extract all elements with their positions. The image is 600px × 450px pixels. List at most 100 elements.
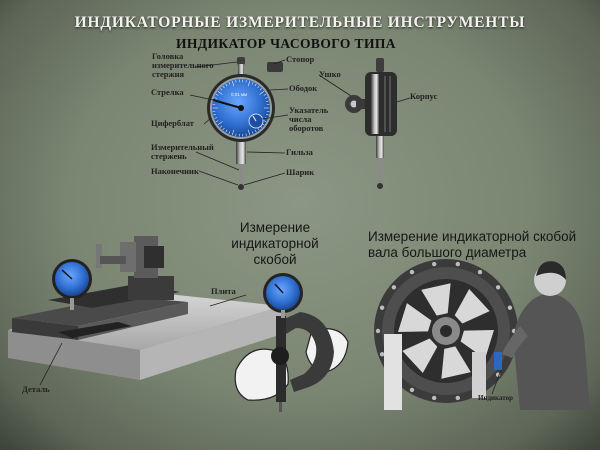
housing-band: [371, 74, 379, 134]
shaft-bolt: [477, 269, 483, 275]
dial-tick: [254, 83, 257, 87]
dial-tick: [215, 94, 219, 96]
dial-tick: [231, 129, 235, 136]
label-stopper: Стопор: [286, 54, 315, 64]
dial-tick: [214, 97, 217, 99]
shaft-bolt: [379, 352, 385, 357]
side-sleeve: [376, 136, 384, 158]
leader-lines: [189, 59, 411, 186]
shaft-bolt: [495, 285, 501, 290]
shaft-window: [402, 338, 438, 374]
label-sleeve: Гильза: [286, 147, 313, 157]
dial-tick: [247, 80, 251, 87]
ear-link: [356, 99, 366, 109]
label-needle: Стрелка: [151, 87, 184, 97]
dial-tick: [251, 82, 254, 85]
shaft-bolt: [455, 395, 461, 401]
dial-tick: [214, 117, 217, 119]
label-rim: Ободок: [289, 83, 318, 93]
dial-tick: [213, 114, 216, 116]
column-left: [384, 334, 402, 410]
shaft-bolt: [409, 387, 415, 393]
measuring-rod: [239, 164, 243, 184]
dial-tick: [222, 85, 225, 89]
dial-tick: [263, 120, 267, 122]
ear-hole: [350, 100, 358, 108]
shaft-bolt: [431, 395, 437, 401]
side-rod: [378, 158, 382, 182]
label-ear: Ушко: [319, 69, 341, 79]
dial-tick: [220, 88, 223, 91]
dial-tick: [266, 114, 269, 116]
label-body: Корпус: [410, 91, 438, 101]
shaft-scene: [374, 259, 590, 410]
dial-tick: [266, 100, 269, 102]
dial-tick: [215, 120, 219, 122]
ball-tip: [238, 184, 244, 190]
housing: [365, 72, 397, 136]
shaft-bolt: [507, 305, 513, 310]
shaft-bolt: [391, 285, 397, 290]
shaft-window: [460, 330, 494, 359]
stand-scene: [8, 236, 282, 386]
shaft-spokes: [398, 283, 494, 379]
dial-tick: [265, 97, 268, 99]
label-indicator: Индикатор: [478, 394, 514, 402]
dial-tick: [259, 88, 262, 91]
workpiece-rail: [12, 296, 188, 326]
dial-tick: [251, 131, 254, 134]
sleeve: [236, 142, 246, 164]
side-ball: [377, 183, 383, 189]
dial-tick: [217, 121, 223, 125]
dial-tick: [217, 91, 223, 95]
dial-tick: [228, 131, 231, 134]
label-tip: Наконечник: [151, 166, 199, 176]
shaft-bolt: [455, 261, 461, 267]
head-top: [237, 57, 245, 65]
side-stem-top: [376, 58, 384, 72]
shaft-bolt: [409, 269, 415, 275]
label-dial: Циферблат: [151, 118, 194, 128]
dial-tick: [257, 127, 260, 131]
dial-tick: [247, 129, 251, 136]
dial-tick: [254, 129, 257, 133]
dial-tick: [225, 129, 228, 133]
dial-tick: [257, 85, 260, 89]
bracket-scene: [234, 273, 349, 412]
dial-indicator-front: [207, 57, 283, 190]
dial-scale-text: 0,01 мм: [231, 92, 248, 97]
diagram-subtitle: ИНДИКАТОР ЧАСОВОГО ТИПА: [176, 36, 396, 51]
shaft-window: [441, 346, 471, 379]
shaft-window: [421, 283, 451, 316]
dial-tick: [231, 80, 235, 87]
snap-gauge-frame: [282, 312, 334, 392]
dial-tick: [220, 125, 223, 128]
shaft-bolt: [375, 328, 381, 334]
needle-hub: [238, 105, 244, 111]
stopper-knob: [267, 62, 283, 72]
shaft-bolt: [379, 305, 385, 310]
dial-tick: [263, 94, 267, 96]
shaft-window: [454, 288, 490, 324]
shaft-window: [398, 303, 432, 332]
dial-tick: [222, 127, 225, 131]
dial-tick: [228, 82, 231, 85]
block: [58, 322, 132, 338]
head-stem: [238, 64, 244, 74]
label-part: Деталь: [22, 384, 50, 394]
worker-arm: [502, 326, 528, 358]
dial-tick: [259, 91, 265, 95]
label-plate: Плита: [211, 286, 236, 296]
worker: [513, 293, 590, 410]
counter-needle: [252, 115, 257, 122]
dial-indicator-side: [345, 58, 397, 189]
stand-base: [128, 276, 174, 300]
dial-tick: [225, 83, 228, 87]
label-ball: Шарик: [286, 167, 315, 177]
